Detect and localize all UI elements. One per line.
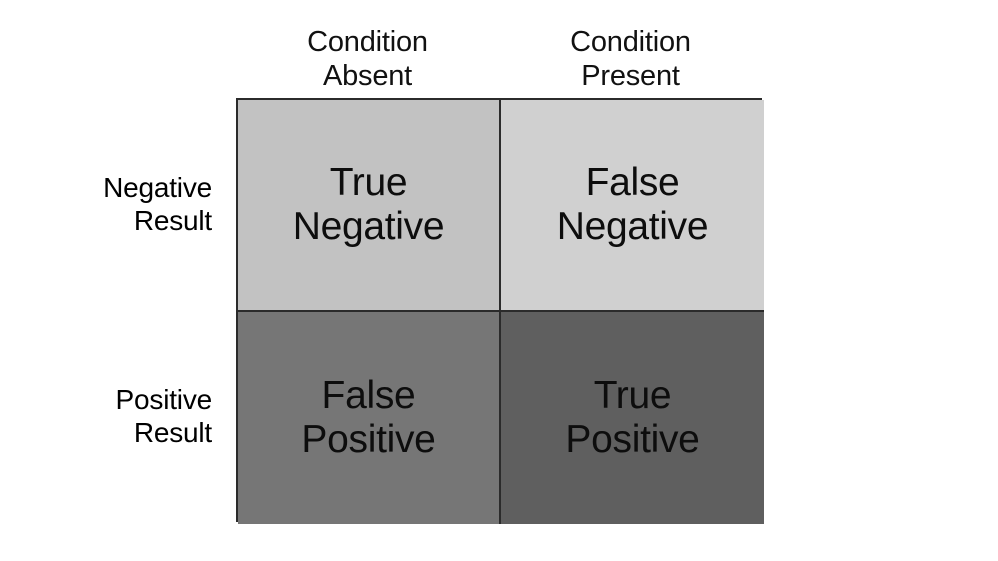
cell-true-positive-label: True Positive bbox=[565, 373, 700, 461]
column-header-condition-absent: Condition Absent bbox=[307, 26, 428, 92]
matrix-grid: True Negative False Negative False Posit… bbox=[236, 98, 764, 524]
cell-true-positive[interactable]: True Positive bbox=[501, 312, 764, 524]
column-header-condition-present: Condition Present bbox=[570, 26, 691, 92]
row-label-negative-result: Negative Result bbox=[103, 171, 212, 236]
cell-false-positive-label: False Positive bbox=[301, 373, 436, 461]
cell-false-positive[interactable]: False Positive bbox=[238, 312, 501, 524]
row-label-positive-result-wrap: Positive Result bbox=[0, 310, 224, 522]
row-label-positive-result: Positive Result bbox=[115, 383, 213, 448]
row-label-negative-result-wrap: Negative Result bbox=[0, 98, 224, 310]
cell-true-negative-label: True Negative bbox=[292, 160, 445, 248]
cell-false-negative-label: False Negative bbox=[556, 160, 709, 248]
cell-true-negative[interactable]: True Negative bbox=[238, 100, 501, 312]
cell-false-negative[interactable]: False Negative bbox=[501, 100, 764, 312]
